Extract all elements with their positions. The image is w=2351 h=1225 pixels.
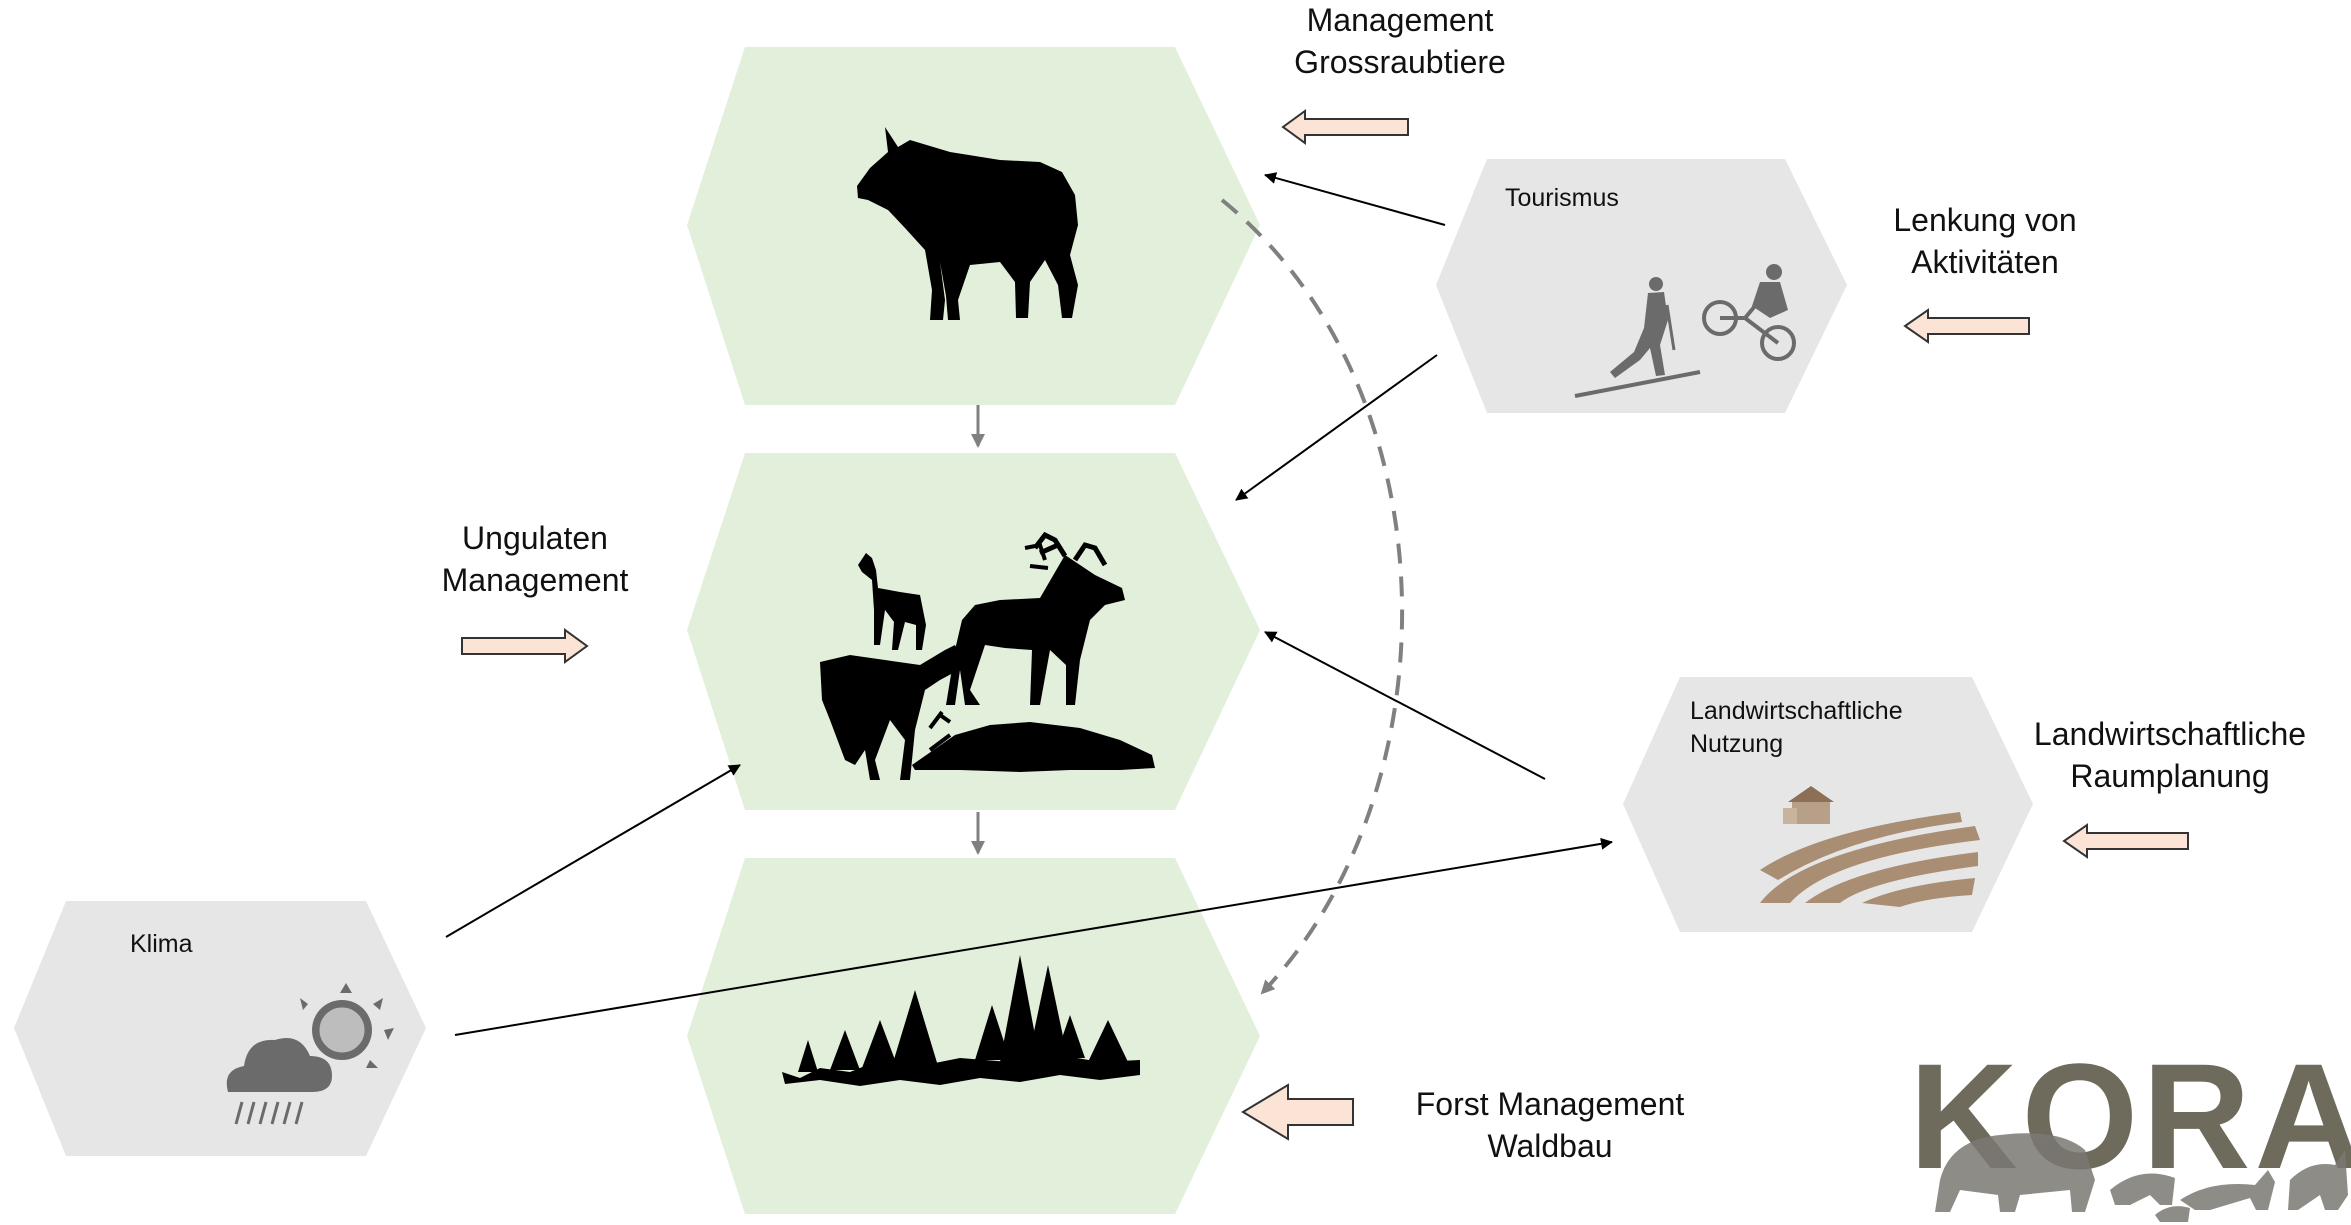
hex-klima bbox=[14, 901, 426, 1156]
block-arrow-ungulaten bbox=[461, 628, 589, 664]
label-ungulaten-management: Ungulaten Management bbox=[441, 520, 629, 598]
node-label-klima: Klima bbox=[130, 930, 193, 958]
farmland-icon bbox=[1760, 786, 1980, 907]
node-label-tourismus: Tourismus bbox=[1505, 184, 1619, 212]
skier-and-cyclist-icon bbox=[1574, 264, 1796, 398]
wolf-silhouette-icon bbox=[857, 127, 1078, 320]
label-lenkung-aktivitaeten: Lenkung von Aktivitäten bbox=[1893, 202, 2077, 280]
block-arrow-grossraubtiere bbox=[1281, 109, 1409, 145]
arrow-tourismus-to-wolf bbox=[1264, 172, 1446, 226]
arrow-klima-to-landwirtschaft bbox=[454, 837, 1613, 1036]
cloud-sun-rain-icon bbox=[226, 983, 394, 1125]
block-arrow-forst bbox=[1241, 1083, 1354, 1141]
arrow-klima-to-ungulates bbox=[445, 764, 741, 938]
arrow-landwirtschaft-to-ungulates bbox=[1264, 631, 1546, 780]
dashed-curve-arrow bbox=[1220, 198, 1405, 995]
arrow-tourismus-to-ungulates bbox=[1235, 354, 1438, 501]
label-landwirtschaftliche-raumplanung: Landwirtschaftliche Raumplanung bbox=[2033, 716, 2307, 794]
ungulates-silhouette-icon bbox=[820, 531, 1155, 780]
logo-animals-icon bbox=[1935, 1133, 2348, 1222]
node-label-landwirtschaft: Landwirtschaftliche Nutzung bbox=[1690, 697, 1903, 758]
block-arrow-raumplanung bbox=[2062, 823, 2189, 859]
label-management-grossraubtiere: Management Grossraubtiere bbox=[1294, 2, 1506, 80]
forest-silhouette-icon bbox=[782, 955, 1140, 1086]
block-arrow-lenkung bbox=[1903, 308, 2030, 344]
hex-tourismus bbox=[1436, 159, 1847, 413]
hex-forest bbox=[687, 858, 1260, 1214]
label-forst-management: Forst Management Waldbau bbox=[1415, 1086, 1685, 1164]
kora-logo: KORA bbox=[1909, 1032, 2351, 1222]
